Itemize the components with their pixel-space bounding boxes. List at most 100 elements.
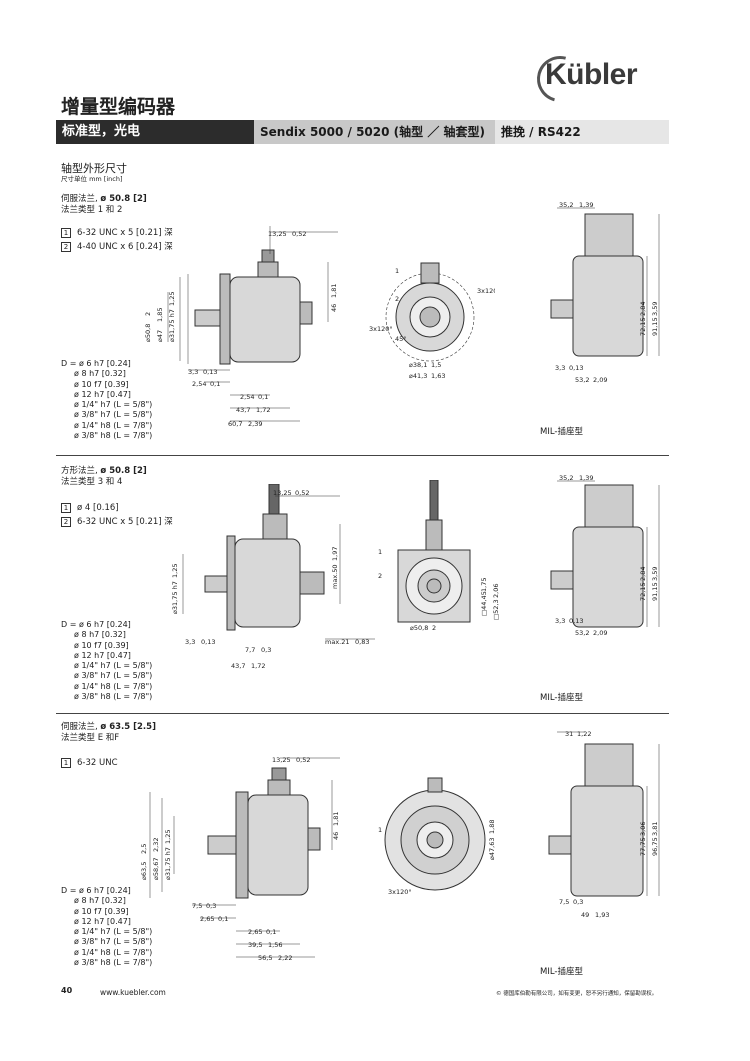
page-number: 40 <box>61 986 73 995</box>
section-2-title: 方形法兰, ø 50.8 [2] <box>61 466 147 477</box>
note-number: 1 <box>61 228 71 238</box>
dim-label: 53,2 <box>575 376 589 384</box>
note-text: ø 4 [0.16] <box>77 503 119 513</box>
dim-label: ⌀41,3 <box>409 372 427 380</box>
footer-url[interactable]: www.kuebler.com <box>100 988 166 997</box>
shaft-option: ø 3/8" h7 (L = 5/8") <box>74 671 153 681</box>
dim-label: 13,25 <box>268 230 287 238</box>
dim-label: 2,54 <box>240 393 254 401</box>
shaft-option: ø 1/4" h7 (L = 5/8") <box>74 927 153 937</box>
dim-label: 2,54 <box>192 380 206 388</box>
dim-label: 13,25 <box>273 489 292 497</box>
dim-label: 45° <box>395 335 407 343</box>
note-callout: 1 <box>378 826 382 834</box>
dim-label: 3,06 <box>639 822 647 836</box>
dim-label: 35,2 <box>559 474 573 482</box>
note-callout: 1 <box>378 548 382 556</box>
dim-label: □44,45 <box>480 591 488 616</box>
dim-label: 3,81 <box>651 822 659 836</box>
dim-label: 1,97 <box>331 547 339 561</box>
shaft-option: ø 12 h7 [0.47] <box>74 389 131 399</box>
dim-label: 49 <box>581 911 589 919</box>
note-text: 6-32 UNC x 5 [0.21] 深 <box>77 517 173 527</box>
dim-label: 0,1 <box>258 393 268 401</box>
dim-label: 2 <box>144 312 152 316</box>
section-2-d-list: D = ø 6 h7 [0.24] ø 8 h7 [0.32] ø 10 f7 … <box>61 620 152 702</box>
dim-label: 2,84 <box>639 567 647 581</box>
dim-label: 0,13 <box>569 364 583 372</box>
dim-label: 2 <box>432 624 436 632</box>
shaft-option: ø 10 f7 [0.39] <box>74 906 129 916</box>
page-title: 增量型编码器 <box>61 96 176 118</box>
section-1-front-view: ⌀38,1 1,5 ⌀41,3 1,63 3x120° 45° 3x120° 1… <box>369 262 495 380</box>
section-3-title: 伺服法兰, ø 63.5 [2.5] <box>61 722 156 733</box>
note-number: 1 <box>61 758 71 768</box>
dim-label: ⌀31,75 h7 <box>168 309 176 342</box>
dim-label: 56,5 <box>258 954 272 962</box>
dim-label: 1,72 <box>251 662 265 670</box>
dim-label: 46 <box>332 832 340 840</box>
dim-label: 1,5 <box>431 361 441 369</box>
section-3-name: 伺服法兰, <box>61 722 98 732</box>
dim-label: 2,65 <box>200 915 214 923</box>
dim-label: 2,5 <box>140 844 148 854</box>
dim-label: 3,3 <box>188 368 198 376</box>
section-2-note-2: 2 6-32 UNC x 5 [0.21] 深 <box>61 517 173 528</box>
header-bar: 标准型，光电 Sendix 5000 / 5020 (轴型 ／ 轴套型) 推挽 … <box>56 120 669 144</box>
dim-label: 1,72 <box>256 406 270 414</box>
section-3-note-1: 1 6-32 UNC <box>61 758 118 769</box>
dim-label: 3x120° <box>388 888 412 896</box>
header-output: 推挽 / RS422 <box>495 120 669 144</box>
dim-label: 96,75 <box>651 837 659 856</box>
note-text: 6-32 UNC <box>77 758 118 768</box>
shaft-option: ø 1/4" h7 (L = 5/8") <box>74 400 153 410</box>
dim-label: ⌀58,67 <box>152 857 160 880</box>
section-1-side-view: 13,25 0,52 3,3 0,13 2,54 0,1 2,54 0,1 43… <box>144 226 338 428</box>
section-1-dim: ø 50.8 [2] <box>100 194 147 204</box>
shaft-option: ø 12 h7 [0.47] <box>74 650 131 660</box>
dim-label: 0,1 <box>210 380 220 388</box>
dim-label: 60,7 <box>228 420 242 428</box>
shaft-option: D = ø 6 h7 [0.24] <box>61 359 131 368</box>
dim-label: 3,59 <box>651 567 659 581</box>
dim-label: 3,3 <box>555 617 565 625</box>
shaft-option: ø 8 h7 [0.32] <box>74 369 126 379</box>
section-divider <box>56 455 669 456</box>
dim-label: ⌀31,75 h7 <box>171 581 179 614</box>
shaft-option: ø 3/8" h7 (L = 5/8") <box>74 410 153 420</box>
shaft-option: D = ø 6 h7 [0.24] <box>61 886 131 895</box>
dim-label: 1,85 <box>156 308 164 322</box>
section-2-name: 方形法兰, <box>61 466 98 476</box>
dim-label: 31 <box>565 730 573 738</box>
section-3-front-view: 1 3x120° ⌀47,631,88 <box>378 777 496 896</box>
shaft-option: ø 1/4" h7 (L = 5/8") <box>74 661 153 671</box>
dim-label: 2,32 <box>152 838 160 852</box>
section-1-name: 伺服法兰, <box>61 194 98 204</box>
header-category: 标准型，光电 <box>56 120 254 144</box>
dim-label: 1,56 <box>268 941 282 949</box>
dim-label: 0,83 <box>355 638 369 646</box>
dim-label: 0,3 <box>573 898 583 906</box>
dim-label: 1,39 <box>579 474 593 482</box>
shaft-option: ø 3/8" h8 (L = 7/8") <box>74 692 153 702</box>
dim-label: 91,15 <box>651 317 659 336</box>
note-number: 2 <box>61 517 71 527</box>
section-3-flange: 法兰类型 E 和F <box>61 733 120 743</box>
dim-label: 1,81 <box>332 812 340 826</box>
dim-label: 39,5 <box>248 941 262 949</box>
section-divider <box>56 713 669 714</box>
brand-logo: Kübler <box>545 58 638 91</box>
dim-label: 1,88 <box>488 820 496 834</box>
dim-label: 1,25 <box>171 564 179 578</box>
dim-label: 0,3 <box>261 646 271 654</box>
dim-label: 2,09 <box>593 376 607 384</box>
dim-label: □52,3 <box>492 599 500 620</box>
dim-label: 91,15 <box>651 582 659 601</box>
dim-label: 1,39 <box>579 201 593 209</box>
dim-label: 0,1 <box>218 915 228 923</box>
dim-label: 2,06 <box>492 584 500 598</box>
shaft-option: ø 8 h7 [0.32] <box>74 896 126 906</box>
section-2-side-view: 13,25 0,52 3,3 0,13 7,7 0,3 max.21 0,83 … <box>171 484 375 670</box>
dim-label: 2,84 <box>639 302 647 316</box>
